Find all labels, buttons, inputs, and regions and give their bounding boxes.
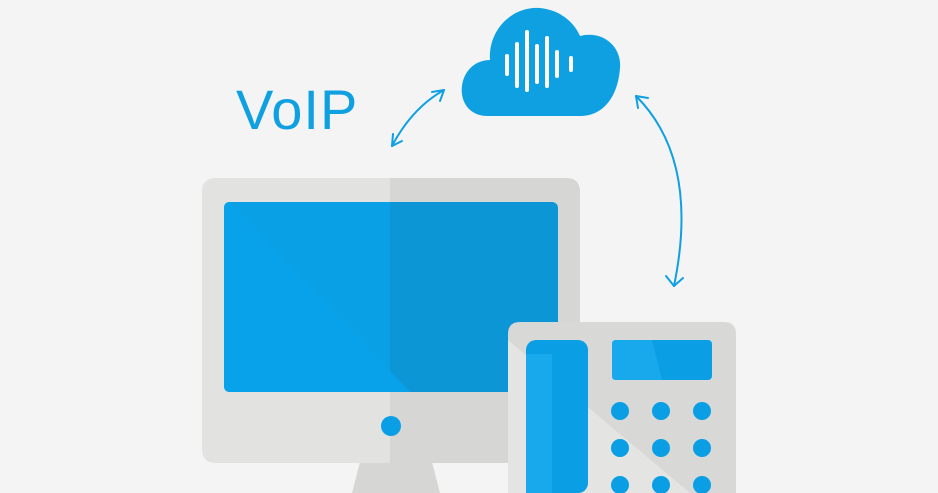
desk-phone-icon: [508, 322, 736, 493]
arrow-left-icon: [391, 89, 445, 147]
phone-keypad: [611, 402, 711, 493]
desktop-monitor-icon: [202, 178, 580, 493]
power-button-icon: [381, 416, 401, 436]
cloud-icon: [461, 7, 621, 116]
arrow-right-icon: [635, 95, 684, 287]
voip-label: VoIP: [236, 78, 359, 141]
sound-wave-icon: [505, 30, 573, 92]
